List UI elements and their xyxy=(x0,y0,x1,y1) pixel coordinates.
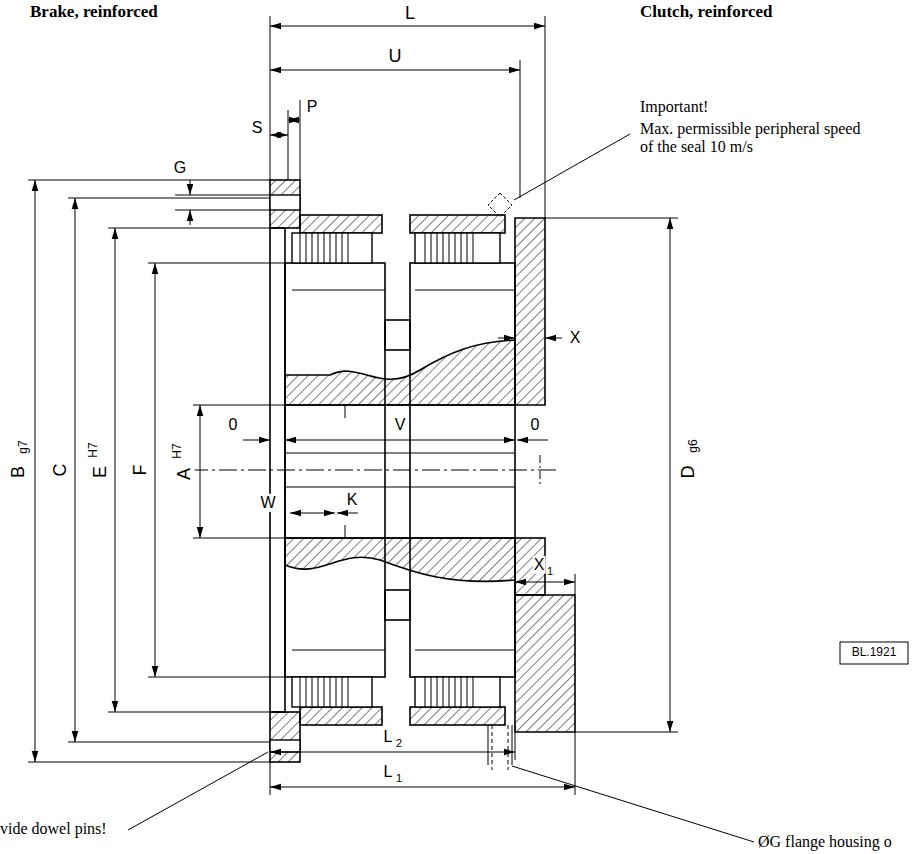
dimension-letter: A xyxy=(174,467,195,481)
dimension-letter: X xyxy=(533,556,546,574)
dimension-letter: X xyxy=(569,329,582,347)
dimension-letter: G xyxy=(173,159,187,177)
note: vide dowel pins! xyxy=(0,820,107,838)
note: Max. permissible peripheral speed of the… xyxy=(640,120,862,157)
dimension-letter: E xyxy=(90,465,111,479)
dimension-letter: K xyxy=(346,491,359,509)
dimension-index: 1 xyxy=(395,772,403,785)
dimension-letter: U xyxy=(388,46,403,67)
dimension-letter: L xyxy=(404,3,416,24)
dimension-letter: C xyxy=(50,463,71,478)
dimension-index: 2 xyxy=(395,737,403,750)
dimension-letter: L xyxy=(383,763,394,781)
note: Important! xyxy=(640,98,708,116)
dimension-letter: 0 xyxy=(228,416,239,434)
note: ØG flange housing o xyxy=(758,833,892,851)
tolerance-code: g7 xyxy=(17,439,31,454)
dimension-letter: 0 xyxy=(530,416,541,434)
dimension-letter: W xyxy=(259,494,276,512)
tolerance-code: H7 xyxy=(171,442,185,459)
drawing-number: BL.1921 xyxy=(851,646,898,660)
heading: Brake, reinforced xyxy=(30,2,158,22)
dimension-letter: F xyxy=(130,464,151,477)
tolerance-code: g6 xyxy=(687,438,701,453)
dimension-letter: D xyxy=(678,465,699,480)
dimension-index: 1 xyxy=(546,565,554,578)
dimension-letter: L xyxy=(383,728,394,746)
heading: Clutch, reinforced xyxy=(640,2,773,22)
dimension-letter: S xyxy=(251,119,264,137)
dimension-letter: P xyxy=(306,98,319,116)
dimension-letter: B xyxy=(8,465,29,479)
tolerance-code: H7 xyxy=(87,441,101,458)
dimension-letter: V xyxy=(394,416,407,434)
